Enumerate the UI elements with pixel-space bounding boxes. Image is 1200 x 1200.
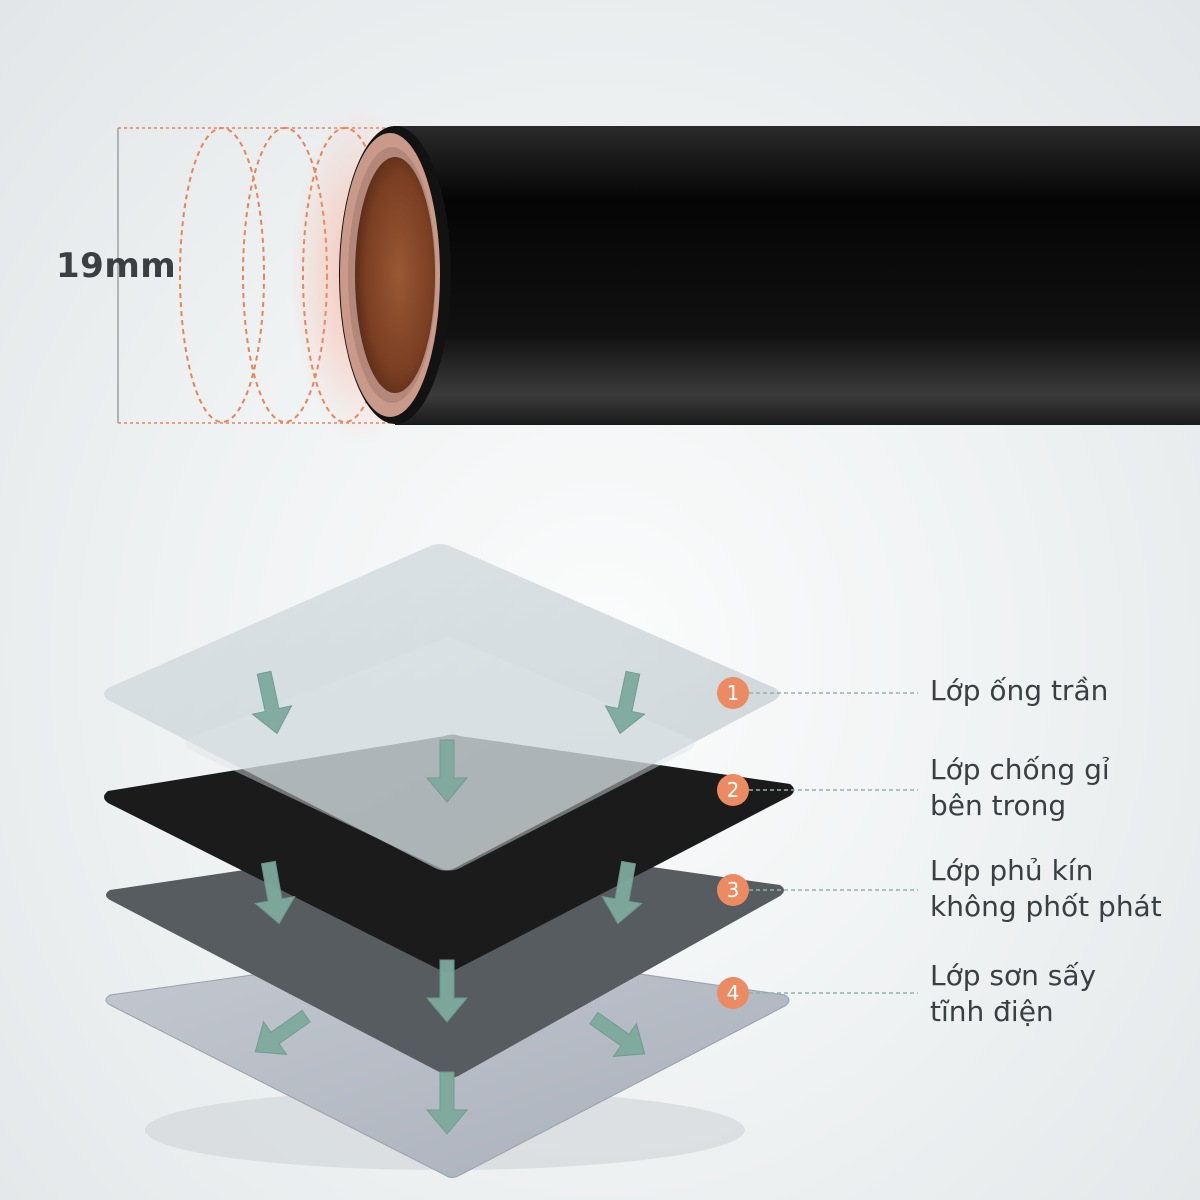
layer-3-label-line-2: không phốt phát [930, 890, 1162, 923]
number-badge [717, 774, 749, 806]
layer-3-label: Lớp phủ kín không phốt phát [930, 853, 1162, 925]
callouts: 1 2 3 4 [717, 677, 918, 1009]
number-badge [717, 874, 749, 906]
layer-2-label-line-1: Lớp chống gỉ [930, 753, 1110, 786]
ghost-ring [179, 127, 265, 423]
layer-1-label-line-1: Lớp ống trần [930, 674, 1109, 707]
down-arrow-icon [425, 1071, 469, 1135]
layer-4-label-line-2: tĩnh điện [930, 995, 1054, 1028]
down-arrow-icon [604, 670, 646, 735]
number-badge [717, 977, 749, 1009]
layer-4-label: Lớp sơn sấy tĩnh điện [930, 958, 1096, 1030]
layer-1-label: Lớp ống trần [930, 673, 1108, 709]
diagonal-arrow-icon [589, 1011, 646, 1057]
pipe-body [395, 126, 1200, 425]
layer-3-label-line-1: Lớp phủ kín [930, 854, 1094, 887]
diagonal-arrow-icon [254, 1009, 311, 1055]
number-badge-text: 3 [727, 878, 740, 902]
number-badge [717, 677, 749, 709]
down-arrow-icon [425, 739, 469, 803]
layer-2-label-line-2: bên trong [930, 789, 1067, 822]
flow-arrows [251, 670, 646, 1135]
down-arrow-icon [251, 670, 293, 735]
down-arrow-icon [601, 860, 643, 925]
pipe-illustration [117, 105, 1200, 445]
pipe-bore [355, 157, 435, 393]
number-badge-text: 2 [727, 778, 740, 802]
down-arrow-icon [425, 959, 469, 1023]
layer-2-label: Lớp chống gỉ bên trong [930, 752, 1110, 824]
number-badge-text: 4 [727, 981, 740, 1005]
diameter-label: 19mm [56, 246, 177, 286]
layer-1-plate [104, 544, 780, 871]
layer-4-label-line-1: Lớp sơn sấy [930, 959, 1097, 992]
down-arrow-icon [254, 860, 296, 925]
number-badge-text: 1 [727, 681, 740, 705]
